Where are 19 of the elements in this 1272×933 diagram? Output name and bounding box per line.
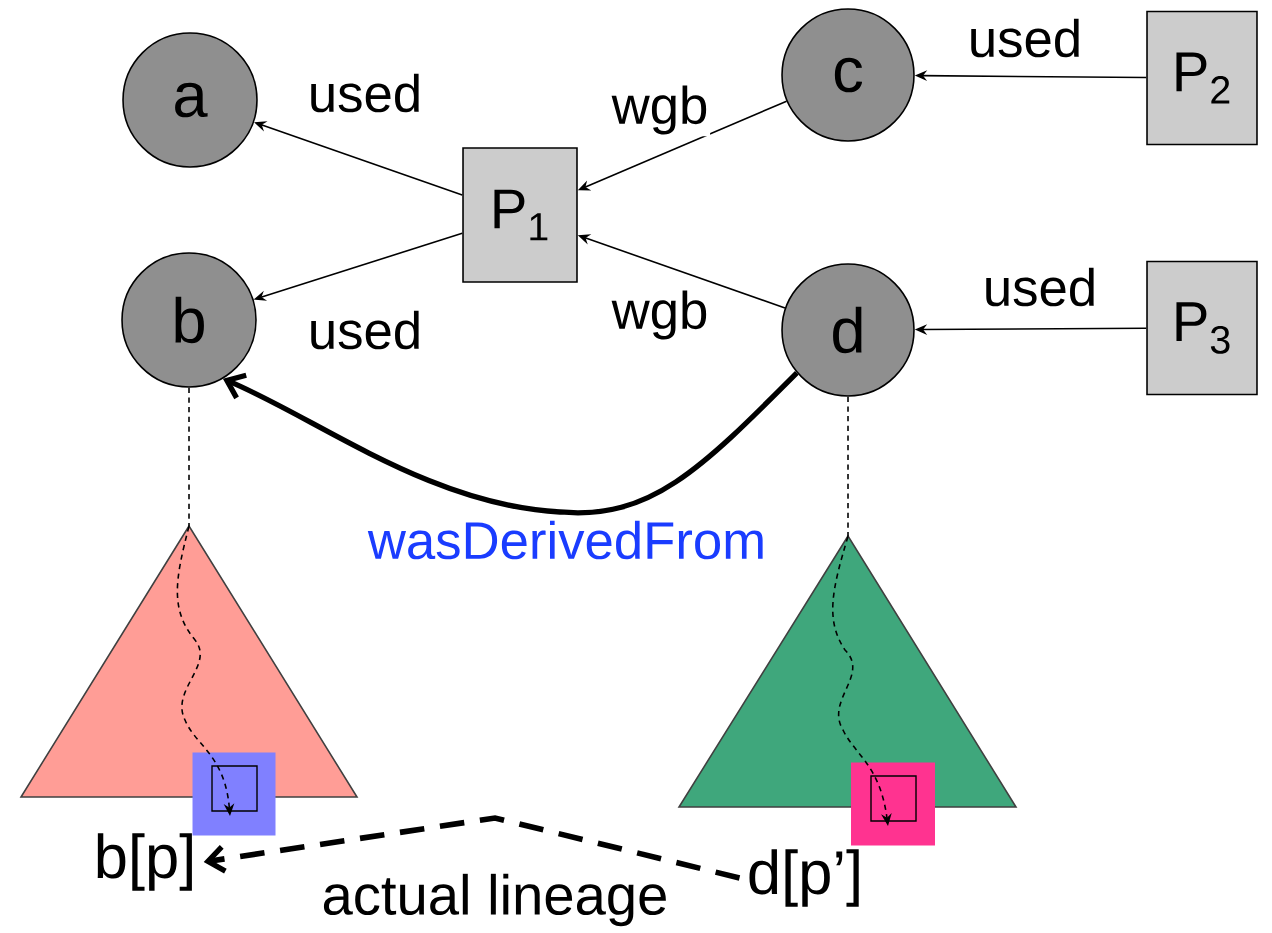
connector-line xyxy=(188,386,190,527)
edge-label: used xyxy=(306,308,424,352)
process-box: P$_{1}$ xyxy=(462,147,578,283)
edge-label: used xyxy=(306,71,424,115)
process-box: P$_{3}$ xyxy=(1146,260,1258,396)
edge-label: wasDerivedFrom xyxy=(366,518,768,562)
arrow xyxy=(222,371,799,516)
process-box: P$_{2}$ xyxy=(1146,10,1258,146)
edge-label: wgb xyxy=(609,288,711,342)
node-label: d[p’] xyxy=(749,849,859,907)
arrow xyxy=(203,815,741,881)
connector-line xyxy=(847,396,849,537)
highlight-square xyxy=(192,752,276,836)
edge-label: used xyxy=(966,16,1084,60)
node-label: b[p] xyxy=(97,833,192,891)
edge-label: wgb xyxy=(609,83,711,137)
highlight-square xyxy=(851,762,935,846)
edge-label: actual lineage xyxy=(319,872,671,928)
edge-label: used xyxy=(981,265,1099,309)
